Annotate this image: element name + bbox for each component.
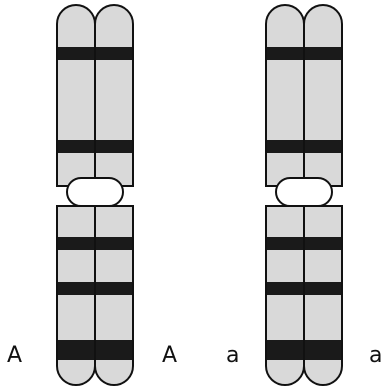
allele-label-right-1: A — [162, 343, 178, 368]
chromatid-2-p-outline — [94, 4, 134, 187]
chromosome-pair-2 — [265, 4, 343, 386]
chromatid-2-p-arm — [95, 5, 133, 186]
band-group — [266, 47, 342, 360]
centromere — [275, 177, 333, 207]
allele-label-left-1: A — [7, 343, 23, 368]
chromatid-2-q-outline — [94, 205, 134, 386]
chromatid-2-p-outline — [303, 4, 343, 187]
chromatid-1-p-arm — [266, 5, 304, 186]
allele-label-left-2: a — [226, 343, 240, 368]
chromatid-1-p-arm — [57, 5, 95, 186]
allele-label-right-2: a — [369, 343, 382, 368]
chromosome-pair-1 — [56, 4, 134, 386]
chromatid-2-p-arm — [304, 5, 342, 186]
chromatid-2-q-outline — [303, 205, 343, 386]
centromere — [66, 177, 124, 207]
